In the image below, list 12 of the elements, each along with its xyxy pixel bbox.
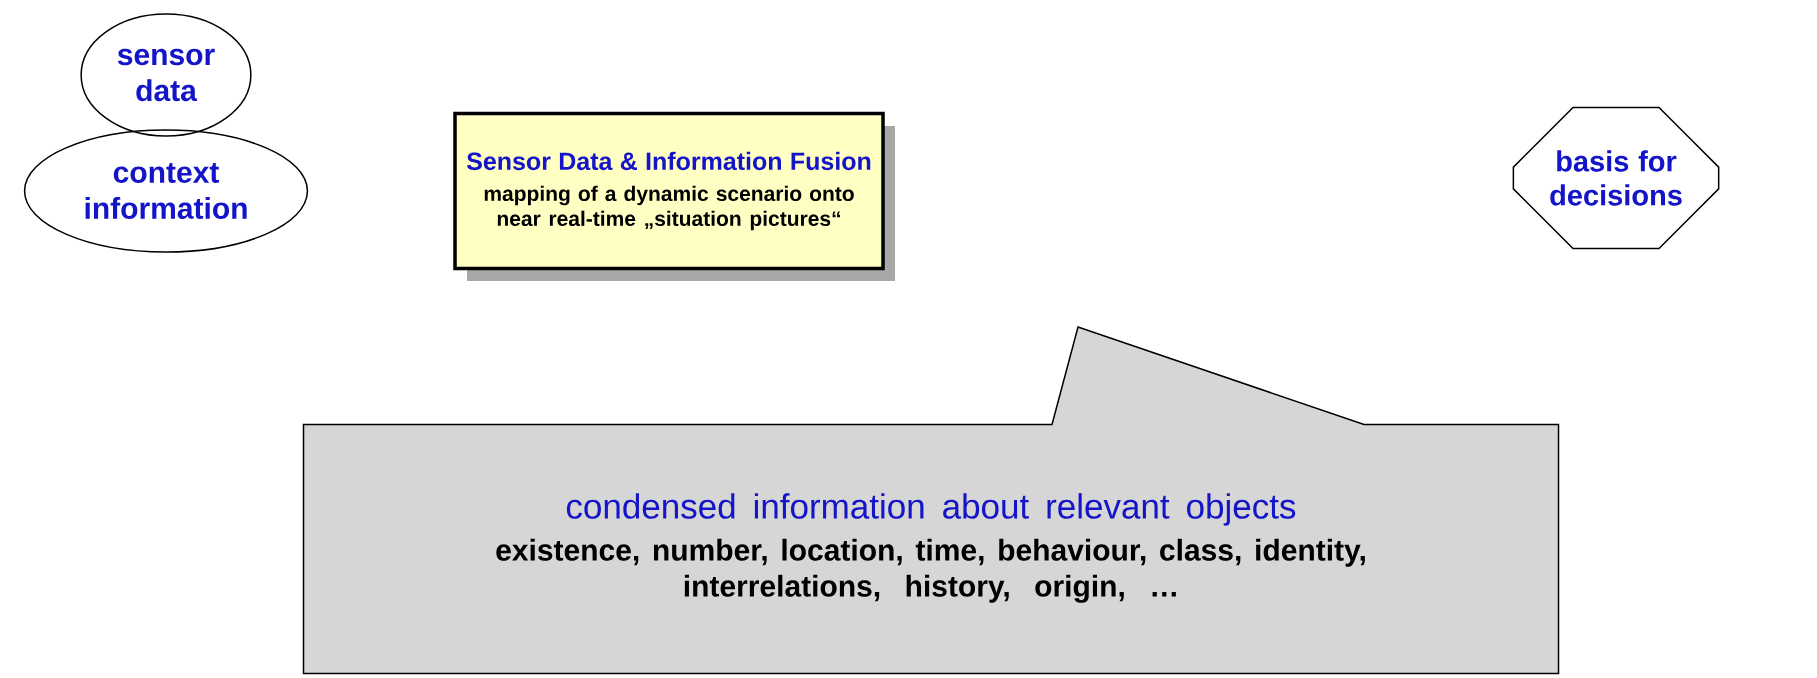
octagon-node [1512,106,1720,250]
box-description: mapping of a dynamic scenario onto near real-time „situation pictures“ [484,185,854,231]
callout-box [302,326,1560,675]
ellipse-node [23,129,309,253]
process-box [453,111,895,281]
box-description: existence, number, location, time, behaviour, class, identity, interrelations, history, origin, … [496,538,1365,603]
ellipse-node [80,13,252,137]
node-label: sensor data [117,48,215,102]
node-label: basis for decisions [1550,150,1682,206]
node-label: context information [85,163,247,219]
box-heading: Sensor Data & Information Fusion [466,151,871,171]
box-heading: condensed information about relevant objects [566,493,1296,526]
